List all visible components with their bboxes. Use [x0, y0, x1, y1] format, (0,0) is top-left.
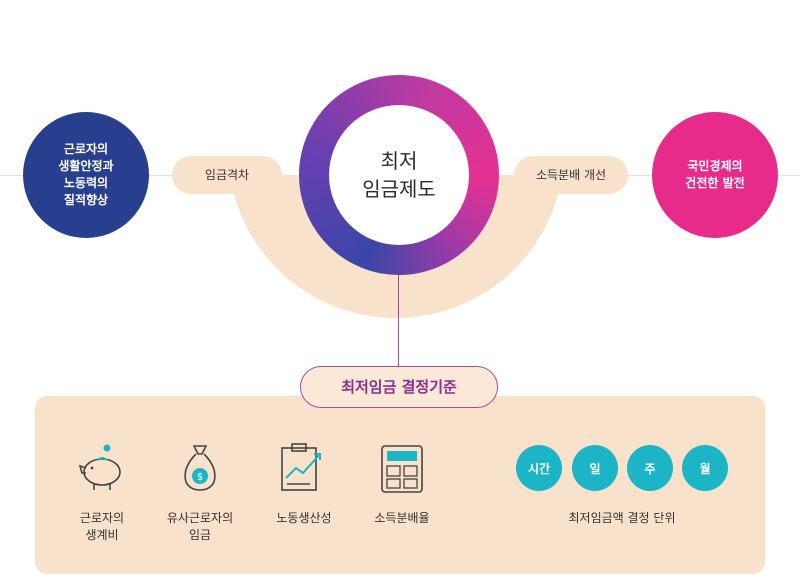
- left-goal-line4: 질적향상: [63, 193, 109, 207]
- svg-text:$: $: [197, 472, 203, 483]
- left-goal-line3: 노동력의: [63, 176, 109, 190]
- center-line1: 최저: [380, 149, 418, 173]
- unit-week-badge: 주: [627, 445, 673, 491]
- criteria-label-line: 생계비: [85, 528, 119, 542]
- criteria-label-line: 유사근로자의: [166, 511, 234, 525]
- national-economy-circle: 국민경제의 건전한 발전: [652, 112, 778, 238]
- units-label: 최저임금액 결정 단위: [568, 511, 676, 525]
- criteria-label-income-share: 소득분배율: [352, 510, 452, 527]
- center-line2: 임금제도: [362, 177, 436, 201]
- money-bag-icon: $: [172, 440, 228, 496]
- criteria-label-line: 소득분배율: [374, 511, 430, 525]
- right-goal-line1: 국민경제의: [687, 159, 743, 173]
- criteria-label-line: 노동생산성: [276, 511, 332, 525]
- unit-hour-badge: 시간: [516, 445, 562, 491]
- criteria-label-similar-wage: 유사근로자의 임금: [150, 510, 250, 544]
- unit-day-badge: 일: [572, 445, 618, 491]
- calculator-icon: [374, 440, 430, 496]
- piggy-bank-icon: [74, 440, 130, 496]
- wage-gap-pill: 임금격차: [172, 156, 282, 194]
- criteria-label-line: 근로자의: [79, 511, 125, 525]
- income-distribution-pill: 소득분배 개선: [514, 156, 628, 194]
- criteria-title: 최저임금 결정기준: [300, 366, 498, 408]
- minimum-wage-center: 최저 임금제도: [329, 105, 469, 245]
- left-goal-line1: 근로자의: [63, 142, 109, 156]
- criteria-label-living-cost: 근로자의 생계비: [52, 510, 152, 544]
- criteria-label-line: 임금: [188, 528, 212, 542]
- left-goal-line2: 생활안정과: [58, 159, 114, 173]
- right-goal-line2: 건전한 발전: [685, 176, 745, 190]
- criteria-label-productivity: 노동생산성: [254, 510, 354, 527]
- clipboard-chart-icon: [276, 440, 332, 496]
- vertical-connector-line: [398, 275, 399, 369]
- unit-month-badge: 월: [682, 445, 728, 491]
- worker-stability-circle: 근로자의 생활안정과 노동력의 질적향상: [23, 112, 149, 238]
